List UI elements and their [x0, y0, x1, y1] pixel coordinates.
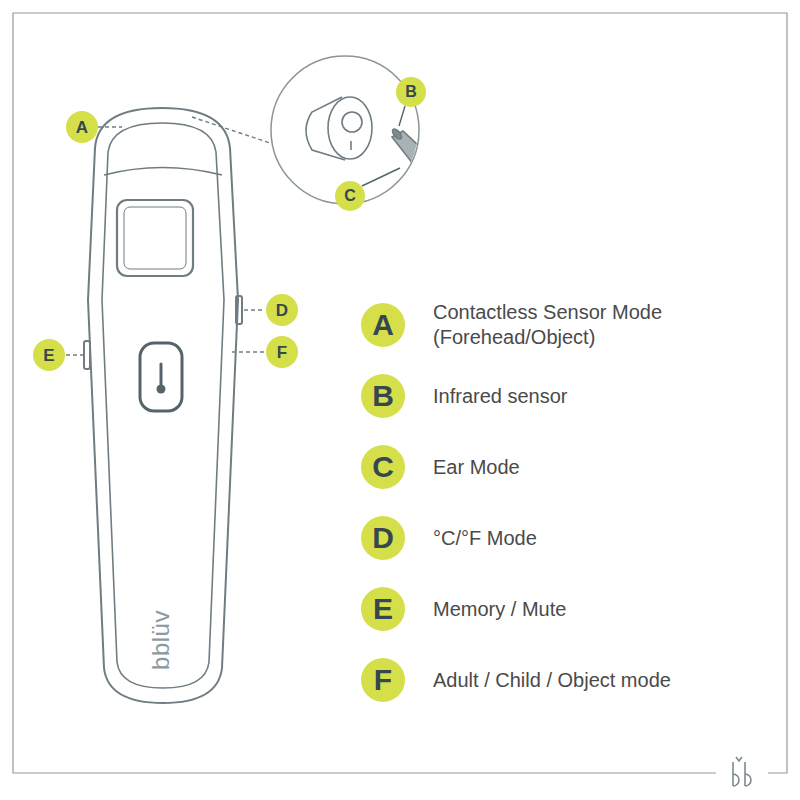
- brand-mark-stroke: [733, 762, 739, 786]
- callout-badge: C: [361, 445, 405, 489]
- leader-line: [98, 126, 122, 127]
- legend-description: Memory / Mute: [433, 597, 753, 622]
- description-text: Adult / Child / Object mode: [433, 668, 753, 693]
- callout-circle: F: [266, 336, 298, 368]
- legend-entry: AContactless Sensor Mode (Forehead/Objec…: [361, 303, 405, 347]
- page-frame: [13, 13, 787, 773]
- callout-letter: E: [373, 594, 393, 624]
- callout-letter: A: [76, 119, 88, 136]
- side-button-d: [236, 296, 242, 324]
- callout-letter: D: [276, 302, 288, 319]
- callout-circle: A: [66, 111, 98, 143]
- legend-description: Ear Mode: [433, 455, 753, 480]
- callout-circle: C: [335, 181, 365, 211]
- legend-description: Infrared sensor: [433, 384, 753, 409]
- brand-mark-stroke: [745, 762, 751, 786]
- description-text: Ear Mode: [433, 455, 753, 480]
- callout-badge: E: [33, 339, 65, 371]
- probe-detail: [306, 97, 480, 230]
- leader-line: [192, 117, 270, 143]
- leader-lines: [66, 117, 270, 355]
- callout-letter: B: [405, 84, 417, 100]
- callout-letter: C: [344, 188, 356, 204]
- callout-badge: B: [361, 374, 405, 418]
- leader-line: [244, 309, 264, 310]
- leader-line: [399, 106, 405, 126]
- measure-button: [140, 343, 182, 411]
- thermometer-icon: [160, 364, 163, 384]
- legend-description: Adult / Child / Object mode: [433, 668, 753, 693]
- leader-line: [362, 168, 400, 186]
- callout-badge: F: [361, 658, 405, 702]
- display-inner: [124, 207, 186, 269]
- outer-housing: [88, 108, 238, 703]
- legend-entry: CEar Mode: [361, 445, 405, 489]
- callout-circle: D: [266, 294, 298, 326]
- brand-mark: [733, 757, 751, 786]
- description-text: Infrared sensor: [433, 384, 753, 409]
- description-text: Memory / Mute: [433, 597, 753, 622]
- legend-description: °C/°F Mode: [433, 526, 753, 551]
- probe-cap-rim: [328, 97, 372, 159]
- leader-line: [232, 351, 264, 352]
- side-button-e: [84, 341, 90, 369]
- callout-badge: B: [396, 77, 426, 107]
- thermometer-body: [84, 108, 242, 703]
- legend-entry: EMemory / Mute: [361, 587, 405, 631]
- callout-letter: A: [372, 310, 394, 340]
- callout-letter: D: [372, 523, 394, 553]
- callout-badge: E: [361, 587, 405, 631]
- display-screen: [117, 200, 193, 276]
- callout-letter: E: [43, 347, 54, 364]
- callout-badge: C: [335, 181, 365, 211]
- description-text: Contactless Sensor Mode (Forehead/Object…: [433, 300, 753, 350]
- callout-badge: D: [361, 516, 405, 560]
- legend-entry: BInfrared sensor: [361, 374, 405, 418]
- legend-description: Contactless Sensor Mode (Forehead/Object…: [433, 300, 753, 350]
- callout-letter: F: [277, 344, 287, 361]
- leader-line: [66, 354, 86, 355]
- probe-cap-slot: [350, 141, 352, 150]
- probe-cap-hole: [342, 112, 362, 132]
- callout-badge: D: [266, 294, 298, 326]
- description-text: °C/°F Mode: [433, 526, 753, 551]
- legend-entry: FAdult / Child / Object mode: [361, 658, 405, 702]
- callout-letter: F: [374, 665, 392, 695]
- callout-letter: C: [372, 452, 394, 482]
- inner-housing: [102, 123, 224, 688]
- probe-body: [410, 150, 480, 230]
- brand-wordmark: bblüv: [147, 610, 175, 670]
- callout-badge: A: [66, 111, 98, 143]
- thermometer-icon: [157, 385, 166, 394]
- brand-mark-stroke: [736, 757, 742, 761]
- callout-letter: B: [372, 381, 394, 411]
- legend-entry: D°C/°F Mode: [361, 516, 405, 560]
- callout-circle: E: [33, 339, 65, 371]
- callout-badge: A: [361, 303, 405, 347]
- callout-circle: B: [396, 77, 426, 107]
- head-seam: [104, 168, 222, 176]
- callout-badge: F: [266, 336, 298, 368]
- infrared-sensor: [391, 127, 403, 140]
